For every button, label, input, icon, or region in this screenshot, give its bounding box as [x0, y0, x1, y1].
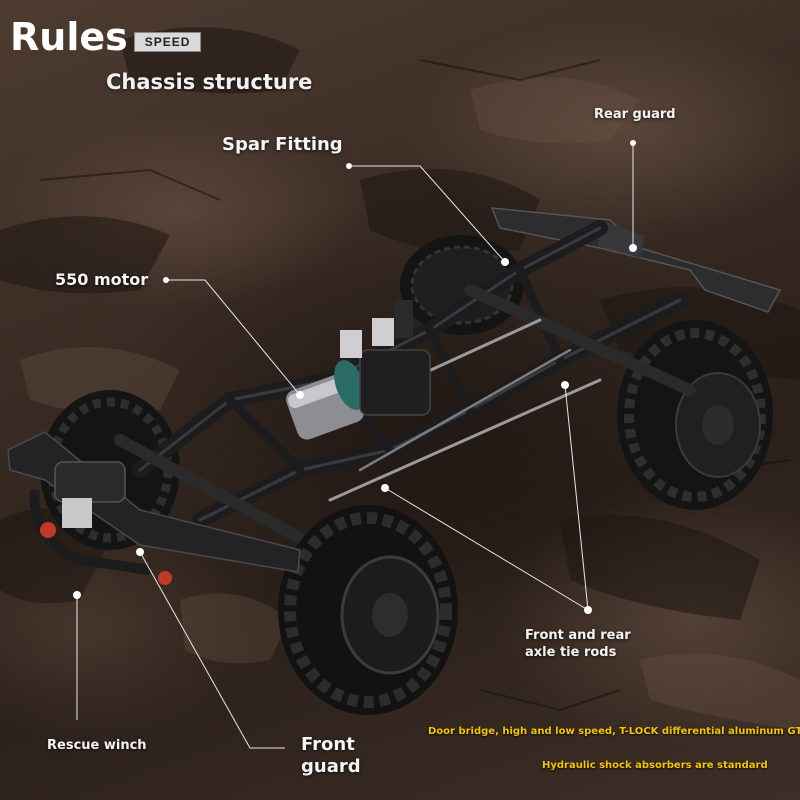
motor-assembly [286, 300, 431, 440]
callout-rescue-winch: Rescue winch [47, 738, 147, 753]
brand-badge: SPEED [133, 32, 202, 52]
callout-rear-guard: Rear guard [594, 107, 676, 122]
feature-differential: Door bridge, high and low speed, T-LOCK … [428, 726, 800, 737]
callout-front-guard: Front guard [301, 734, 361, 777]
wheel-rear-right [617, 320, 773, 510]
brand-word: Rules [10, 15, 128, 59]
brand-logo: Rules SPEED [10, 15, 202, 59]
callout-spar-fitting: Spar Fitting [222, 134, 343, 155]
callout-tie-rods: Front and rear axle tie rods [525, 628, 631, 660]
wheel-front-right [278, 505, 458, 715]
callout-motor: 550 motor [55, 270, 149, 289]
feature-shocks: Hydraulic shock absorbers are standard [542, 760, 768, 771]
page-title: Chassis structure [106, 70, 313, 94]
